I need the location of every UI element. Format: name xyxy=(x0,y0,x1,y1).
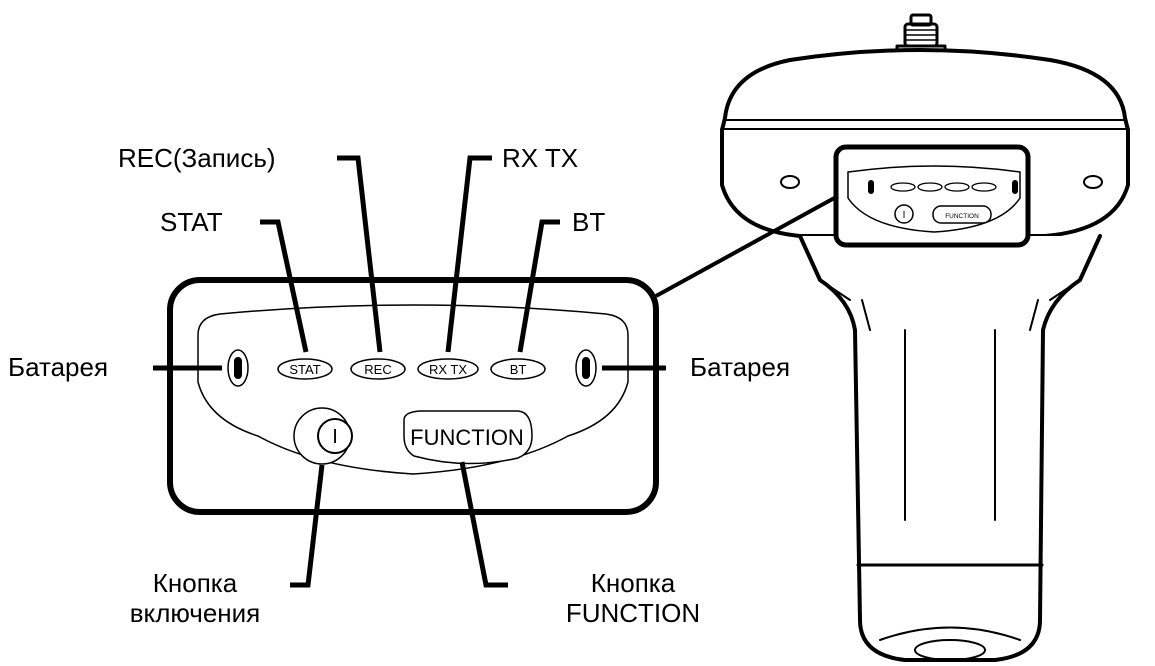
leader-rxtx xyxy=(445,155,492,353)
callout-function-line1: Кнопка xyxy=(590,568,676,598)
callout-battery-left: Батарея xyxy=(8,352,109,382)
callout-power-button: Кнопка включения xyxy=(100,568,290,628)
leader-power xyxy=(290,464,325,588)
leader-bt xyxy=(517,219,560,353)
function-button[interactable]: FUNCTION xyxy=(403,410,533,465)
device-small-panel: I FUNCTION xyxy=(833,144,1031,248)
function-button-label: FUNCTION xyxy=(410,425,524,450)
power-symbol-icon: I xyxy=(332,426,338,448)
callout-function-line2: FUNCTION xyxy=(565,598,701,628)
rec-led: REC xyxy=(350,358,406,380)
bt-led-label: BT xyxy=(510,362,527,377)
small-power-symbol: I xyxy=(903,210,906,221)
rec-led-label: REC xyxy=(364,362,391,377)
callout-stat: STAT xyxy=(160,207,223,237)
stat-led-label: STAT xyxy=(289,362,320,377)
gnss-receiver-device xyxy=(720,13,1130,662)
callout-battery-right: Батарея xyxy=(690,352,791,382)
callout-rec: REC(Запись) xyxy=(118,143,276,173)
right-screw-icon xyxy=(1083,175,1103,189)
small-function-label: FUNCTION xyxy=(945,213,979,220)
callout-function-button: Кнопка FUNCTION xyxy=(548,568,718,628)
callout-bt: BT xyxy=(572,207,606,237)
battery-led-left xyxy=(227,349,249,387)
rxtx-led: RX TX xyxy=(417,358,479,380)
zoom-connector-line xyxy=(655,194,839,298)
leader-function xyxy=(459,461,508,588)
stat-led: STAT xyxy=(277,358,333,380)
power-button[interactable]: I xyxy=(293,407,353,465)
rxtx-led-label: RX TX xyxy=(429,362,467,377)
enlarged-control-panel: STAT REC RX TX BT I FUNCTION xyxy=(167,277,659,515)
callout-rxtx: RX TX xyxy=(502,143,579,173)
receiver-dome xyxy=(720,48,1130,132)
small-power-button-icon xyxy=(894,204,914,224)
callout-power-line1: Кнопка xyxy=(152,568,238,598)
callout-power-line2: включения xyxy=(129,598,261,628)
leader-rec xyxy=(337,155,383,353)
left-screw-icon xyxy=(780,175,800,189)
leader-stat xyxy=(260,219,309,353)
leader-lines xyxy=(153,155,666,588)
battery-led-right xyxy=(575,349,597,387)
bt-led: BT xyxy=(490,358,546,380)
receiver-handle xyxy=(798,234,1102,662)
